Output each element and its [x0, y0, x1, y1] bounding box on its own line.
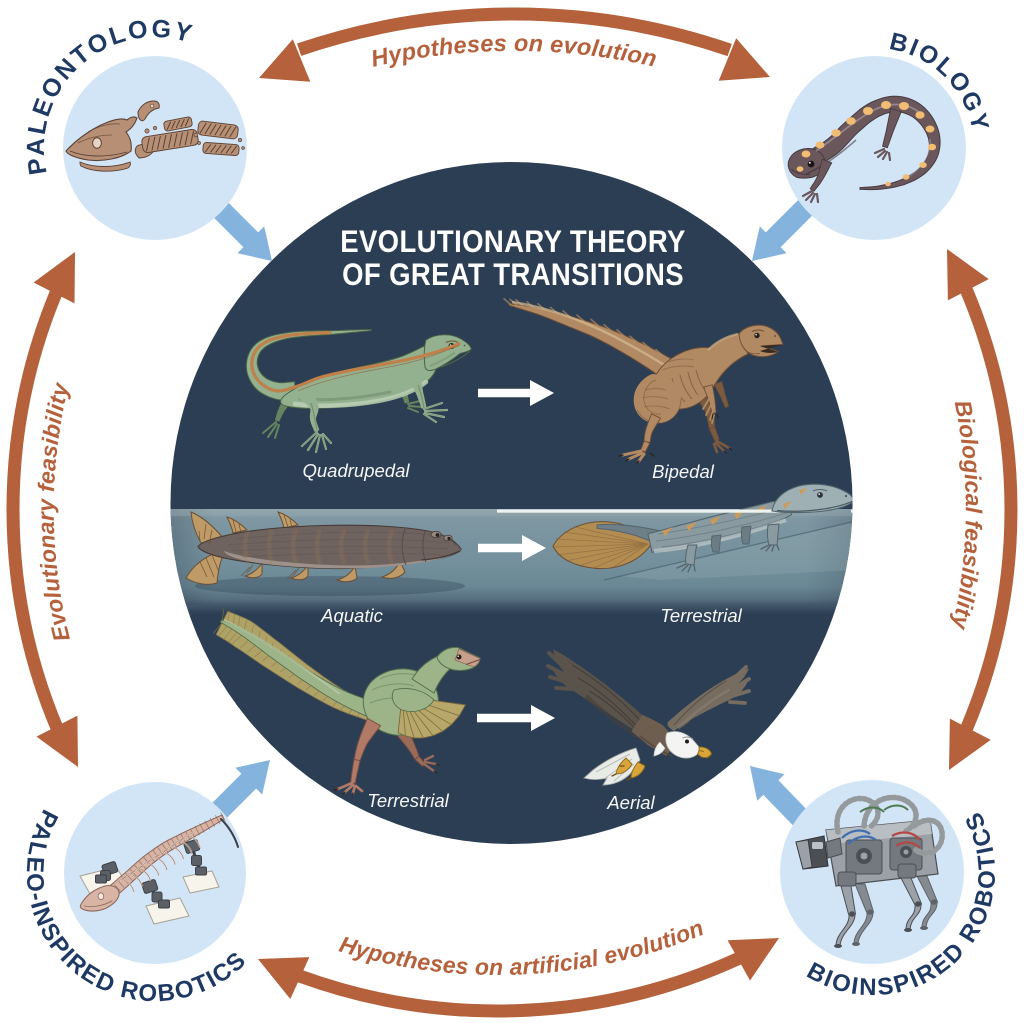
relation-arrow-top [259, 7, 770, 82]
paleo-robot-salamander-icon [79, 812, 239, 925]
stage-label-row3-to: Aerial [606, 792, 655, 813]
illustration-quadrupedal-lizard [245, 328, 472, 454]
node-circle-biology [782, 56, 966, 240]
input-arrow-biology [752, 193, 820, 261]
relation-arrow-bottom [258, 938, 779, 1018]
waterline [497, 509, 853, 513]
figure-title-line2: OF GREAT TRANSITIONS [342, 257, 684, 292]
relation-arrow-right [947, 249, 1018, 770]
illustration-aquatic-fish [185, 511, 462, 585]
illustration-terrestrial-feathered-dinosaur [212, 608, 481, 796]
illustration-bipedal-theropod [503, 298, 784, 464]
stage-label-row2-from: Aquatic [320, 605, 383, 626]
paleontology-fossil-icon [65, 100, 245, 172]
transition-arrow-row2 [478, 535, 546, 561]
input-arrow-paleo-robotics [204, 760, 270, 826]
transition-arrow-row1 [478, 380, 554, 406]
stage-label-row2-to: Terrestrial [660, 605, 742, 626]
figure-title-line1: EVOLUTIONARY THEORY [340, 224, 686, 259]
relation-arrow-left [6, 252, 78, 767]
bioinspired-robot-dog-icon [795, 794, 945, 948]
stage-label-row3-from: Terrestrial [367, 790, 449, 811]
biology-salamander-icon [787, 95, 941, 204]
transition-arrow-row3 [477, 705, 555, 731]
stage-label-row1-to: Bipedal [652, 461, 715, 482]
illustration-aerial-eagle [546, 649, 751, 786]
aquatic-band [170, 483, 853, 617]
illustration-terrestrial-tetrapod-head [771, 483, 853, 514]
stage-label-row1-from: Quadrupedal [303, 460, 411, 481]
